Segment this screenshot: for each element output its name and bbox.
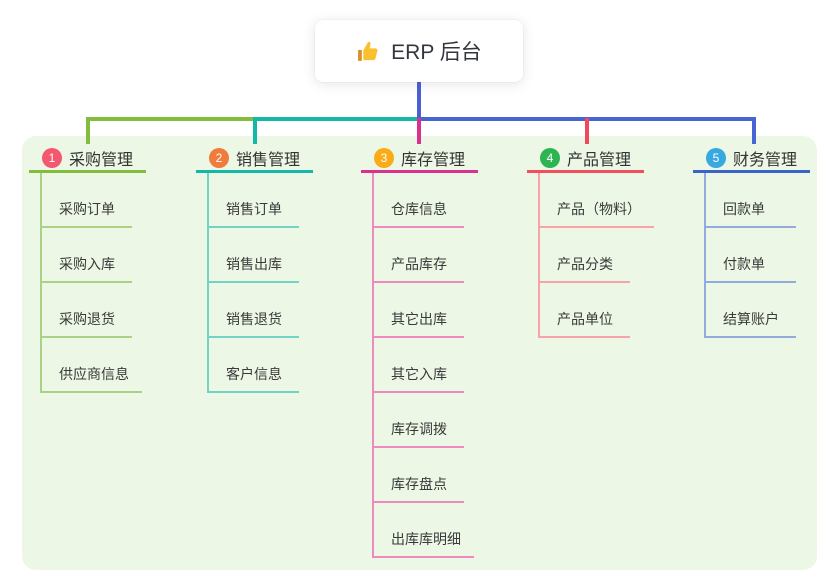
branch-inventory-children: 仓库信息 产品库存 其它出库 其它入库 库存调拨 库存盘点 出库库明细 <box>372 173 478 558</box>
child-node[interactable]: 产品单位 <box>540 283 630 338</box>
connector-drop-product <box>585 118 589 144</box>
branch-finance: 5 财务管理 回款单 付款单 结算账户 <box>693 145 810 338</box>
branch-index-badge: 1 <box>42 147 62 168</box>
child-node[interactable]: 采购订单 <box>42 173 132 228</box>
child-node[interactable]: 产品（物料） <box>540 173 654 228</box>
branch-finance-header[interactable]: 5 财务管理 <box>693 145 810 173</box>
branch-label: 销售管理 <box>236 151 301 169</box>
child-node[interactable]: 其它入库 <box>374 338 464 393</box>
branch-product-children: 产品（物料） 产品分类 产品单位 <box>538 173 654 338</box>
child-node[interactable]: 其它出库 <box>374 283 464 338</box>
child-node[interactable]: 客户信息 <box>209 338 299 393</box>
branch-purchase-header[interactable]: 1 采购管理 <box>29 145 146 173</box>
branches-panel <box>22 136 817 570</box>
child-node[interactable]: 供应商信息 <box>42 338 142 393</box>
child-node[interactable]: 销售订单 <box>209 173 299 228</box>
branch-product-header[interactable]: 4 产品管理 <box>527 145 644 173</box>
child-node[interactable]: 产品库存 <box>374 228 464 283</box>
connector-bus-teal <box>253 117 419 121</box>
branch-purchase: 1 采购管理 采购订单 采购入库 采购退货 供应商信息 <box>29 145 146 393</box>
branch-index-badge: 4 <box>540 147 560 168</box>
branch-label: 采购管理 <box>69 151 134 169</box>
branch-label: 财务管理 <box>733 151 798 169</box>
child-node[interactable]: 出库库明细 <box>374 503 474 558</box>
connector-drop-finance <box>752 118 756 144</box>
branch-sales-header[interactable]: 2 销售管理 <box>196 145 313 173</box>
branch-sales-children: 销售订单 销售出库 销售退货 客户信息 <box>207 173 313 393</box>
root-node[interactable]: ERP 后台 <box>315 20 523 82</box>
child-node[interactable]: 产品分类 <box>540 228 630 283</box>
branch-inventory: 3 库存管理 仓库信息 产品库存 其它出库 其它入库 库存调拨 库存盘点 出库库… <box>361 145 478 558</box>
branch-finance-children: 回款单 付款单 结算账户 <box>704 173 810 338</box>
branch-sales: 2 销售管理 销售订单 销售出库 销售退货 客户信息 <box>196 145 313 393</box>
branch-label: 库存管理 <box>401 151 466 169</box>
child-node[interactable]: 仓库信息 <box>374 173 464 228</box>
branch-inventory-header[interactable]: 3 库存管理 <box>361 145 478 173</box>
branch-index-badge: 2 <box>209 147 229 168</box>
connector-drop-purchase <box>86 118 90 144</box>
child-node[interactable]: 结算账户 <box>706 283 796 338</box>
child-node[interactable]: 付款单 <box>706 228 796 283</box>
branch-index-badge: 3 <box>374 147 394 168</box>
child-node[interactable]: 库存调拨 <box>374 393 464 448</box>
child-node[interactable]: 采购退货 <box>42 283 132 338</box>
child-node[interactable]: 销售退货 <box>209 283 299 338</box>
connector-root-vertical <box>417 82 421 118</box>
connector-drop-inventory <box>417 118 421 144</box>
thumbs-up-icon <box>356 39 381 64</box>
child-node[interactable]: 采购入库 <box>42 228 132 283</box>
branch-product: 4 产品管理 产品（物料） 产品分类 产品单位 <box>527 145 654 338</box>
branch-index-badge: 5 <box>706 147 726 168</box>
connector-drop-sales <box>253 118 257 144</box>
root-node-label: ERP 后台 <box>391 41 482 64</box>
child-node[interactable]: 回款单 <box>706 173 796 228</box>
child-node[interactable]: 库存盘点 <box>374 448 464 503</box>
branch-label: 产品管理 <box>567 151 632 169</box>
child-node[interactable]: 销售出库 <box>209 228 299 283</box>
branch-purchase-children: 采购订单 采购入库 采购退货 供应商信息 <box>40 173 146 393</box>
connector-bus-green <box>86 117 255 121</box>
